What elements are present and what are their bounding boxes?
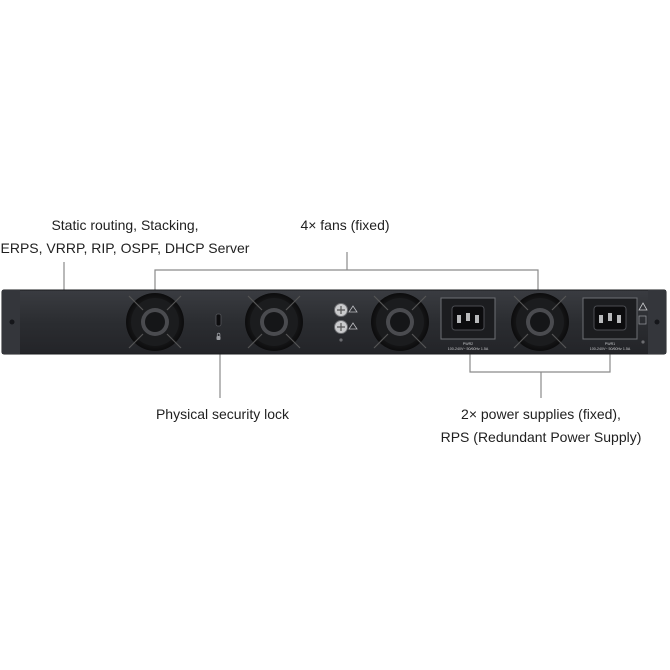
right-mount-screw-icon xyxy=(654,319,660,325)
fans-callout-text: 4× fans (fixed) xyxy=(300,217,390,233)
power-supply-line1: 2× power supplies (fixed), xyxy=(461,406,621,422)
psu-right-rating: 100-240V~ 50/60Hz 1.5A xyxy=(590,347,631,351)
psu-right-label: PWR1 xyxy=(605,342,615,346)
warning-icon xyxy=(638,302,648,311)
power-socket-icon xyxy=(440,297,496,340)
power-supply-line2: RPS (Redundant Power Supply) xyxy=(440,429,642,445)
power-supply-callout: 2× power supplies (fixed), RPS (Redundan… xyxy=(420,403,662,449)
power-bracket-line xyxy=(469,350,611,373)
fan-icon xyxy=(126,293,184,351)
routing-features-line2: ERPS, VRRP, RIP, OSPF, DHCP Server xyxy=(0,240,250,256)
rear-screw-icon xyxy=(641,340,645,344)
psu-left-rating: 100-240V~ 50/60Hz 1.5A xyxy=(448,347,489,351)
power-socket-icon xyxy=(582,297,638,340)
security-lock-callout-text: Physical security lock xyxy=(155,406,290,422)
fan-icon xyxy=(245,293,303,351)
routing-features-callout: Static routing, Stacking, ERPS, VRRP, RI… xyxy=(0,214,250,260)
security-lock-callout: Physical security lock xyxy=(100,403,345,426)
left-mount-screw-icon xyxy=(9,319,15,325)
security-lock-slot-icon xyxy=(215,313,222,340)
fan-icon xyxy=(371,293,429,351)
ground-screw-icon xyxy=(334,303,358,342)
psu-left-label: PWR2 xyxy=(463,342,473,346)
routing-features-line1: Static routing, Stacking, xyxy=(51,217,199,233)
fans-callout: 4× fans (fixed) xyxy=(270,214,420,237)
fan-icon xyxy=(511,293,569,351)
ground-symbol-icon xyxy=(638,315,647,325)
